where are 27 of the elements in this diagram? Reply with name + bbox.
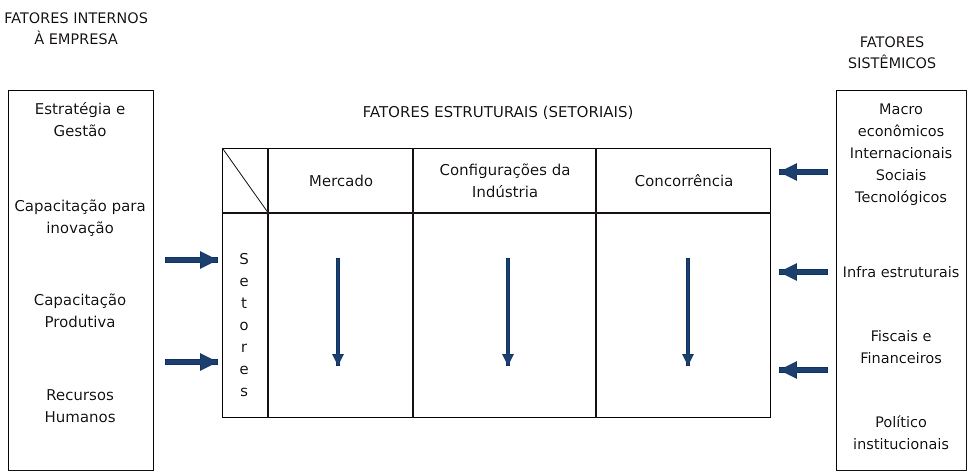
factor-label: Estratégia e Gestão <box>34 98 126 142</box>
row-header-cell <box>222 212 268 418</box>
matrix-cell <box>596 212 770 418</box>
factor-label: Infra estruturais <box>842 264 960 283</box>
factor-label: Capacitação Produtiva <box>32 290 128 333</box>
arrow <box>779 163 828 181</box>
factor-label: Fiscais e Financeiros <box>859 328 943 369</box>
factor-label: Político institucionais <box>852 414 950 454</box>
column-header-cell <box>412 148 596 212</box>
row-header-label: Setores <box>238 248 250 402</box>
arrow <box>779 263 828 281</box>
column-header-cell <box>268 148 412 212</box>
table-title: FATORES ESTRUTURAIS (SETORIAIS) <box>362 102 634 123</box>
panel-heading: FATORES SISTÊMICOS <box>846 34 938 74</box>
factor-label: Capacitação para inovação <box>13 196 147 238</box>
matrix-cell <box>412 212 596 418</box>
factor-label: Macro econômicos Internacionais Sociais Tecnológicos <box>848 100 954 208</box>
arrow <box>779 361 828 379</box>
panel-heading: FATORES INTERNOS À EMPRESA <box>3 10 149 50</box>
column-header-label: Concorrência <box>634 171 734 192</box>
factor-label: Recursos Humanos <box>43 385 117 428</box>
column-header-cell <box>596 148 770 212</box>
arrow <box>165 353 218 371</box>
column-header-label: Mercado <box>308 171 374 192</box>
matrix-cell <box>268 212 412 418</box>
column-header-label: Configurações da Indústria <box>438 160 572 203</box>
arrow <box>165 251 218 269</box>
